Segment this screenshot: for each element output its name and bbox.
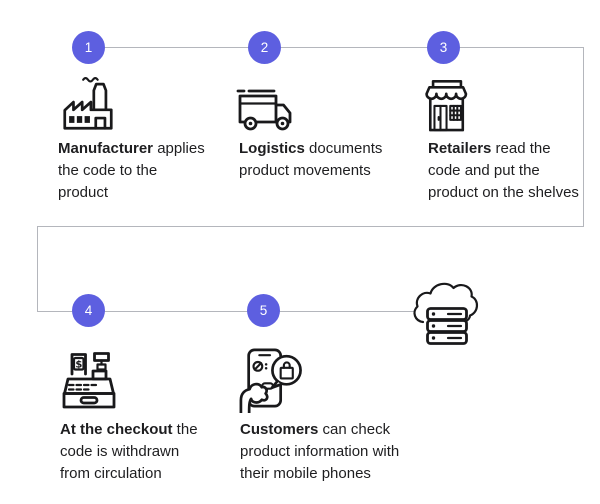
step-5-keyword: Customers (240, 421, 319, 438)
step-1-number: 1 (84, 40, 93, 55)
step-5-number: 5 (259, 303, 268, 318)
step-4-line-1: At the checkout the (60, 421, 198, 438)
step-3-number-badge: 3 (427, 31, 460, 64)
step-5-number-badge: 5 (247, 294, 280, 327)
factory-icon (63, 77, 113, 130)
step-2-line-2: product movements (239, 162, 371, 179)
step-1-line-2: the code to the (58, 162, 158, 179)
step-1-line-1: Manufacturer applies (58, 140, 205, 157)
dollar-sign: $ (75, 360, 82, 371)
step-1-keyword: Manufacturer (58, 140, 154, 157)
delivery-truck-icon (236, 89, 292, 131)
step-3-line-1: Retailers read the (428, 140, 551, 157)
step-4-line-3: from circulation (60, 465, 162, 482)
step-4-line-2: code is withdrawn (60, 443, 180, 460)
connector-line-bottom (37, 311, 414, 312)
step-4-number: 4 (84, 303, 93, 318)
cloud-server-icon (413, 282, 479, 345)
step-5-description: Customers can check product information … (240, 419, 399, 485)
connector-line-middle (37, 226, 584, 227)
cash-register-icon: $ (62, 352, 116, 409)
step-5-line-3: their mobile phones (240, 465, 371, 482)
step-5-line-2: product information with (240, 443, 400, 460)
step-1-line-3: product (58, 184, 109, 201)
step-3-keyword: Retailers (428, 140, 492, 157)
step-1-number-badge: 1 (72, 31, 105, 64)
step-2-description: Logistics documents product movements (239, 138, 382, 182)
step-5-line-1: Customers can check (240, 421, 391, 438)
step-4-description: At the checkout the code is withdrawn fr… (60, 419, 198, 485)
step-3-description: Retailers read the code and put the prod… (428, 138, 579, 204)
step-2-number-badge: 2 (248, 31, 281, 64)
storefront-icon (425, 80, 468, 132)
step-4-keyword: At the checkout (60, 421, 173, 438)
step-4-number-badge: 4 (72, 294, 105, 327)
connector-line-left (37, 226, 38, 312)
step-3-line-3: product on the shelves (428, 184, 579, 201)
step-3-line-2: code and put the (428, 162, 540, 179)
step-2-keyword: Logistics (239, 140, 305, 157)
connector-line-top (88, 47, 584, 48)
step-2-line-1: Logistics documents (239, 140, 383, 157)
step-2-number: 2 (260, 40, 269, 55)
connector-line-right (583, 47, 584, 227)
step-3-number: 3 (439, 40, 448, 55)
customer-phone-icon (239, 348, 302, 413)
step-1-description: Manufacturer applies the code to the pro… (58, 138, 205, 204)
